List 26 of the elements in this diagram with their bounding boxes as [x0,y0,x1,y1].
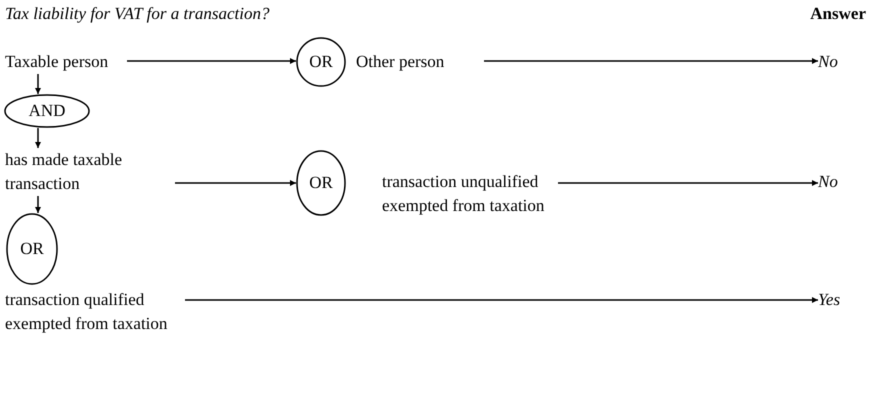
operator-text: OR [309,51,333,73]
arrow [127,58,296,64]
arrow [558,180,818,186]
arrow [35,74,41,94]
condition-text: Other person [356,51,446,73]
arrow [35,128,41,148]
arrow [185,297,818,303]
condition-text: transaction unqualified exempted from taxation [382,171,546,217]
column-heading: Answer [810,3,866,25]
operator-ellipse [296,150,346,216]
answer-text: Yes [818,289,842,311]
arrow [484,58,818,64]
operator-text: OR [309,172,333,194]
condition-text: has made taxable transaction [5,149,124,195]
answer-text: No [818,51,839,73]
arrow [35,196,41,213]
operator-ellipse [6,213,58,285]
operator-text: OR [20,238,44,260]
title: Tax liability for VAT for a transaction? [5,3,270,25]
operator-ellipse [296,37,346,87]
operator-ellipse [4,94,90,128]
condition-text: Taxable person [5,51,110,73]
condition-text: transaction qualified exempted from taxation [5,289,168,335]
operator-text: AND [28,100,66,122]
arrow [175,180,296,186]
answer-text: No [818,171,839,193]
